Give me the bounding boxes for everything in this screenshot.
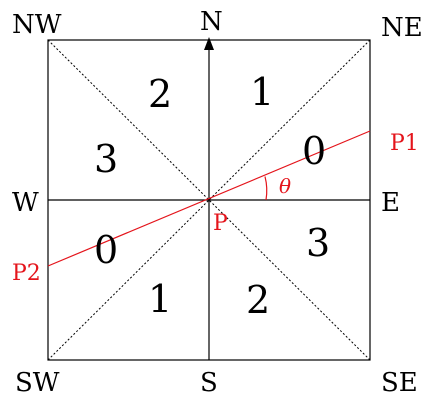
label-p: P xyxy=(213,211,228,236)
line-p2-p1 xyxy=(47,130,371,267)
sector-sw-lower: 1 xyxy=(148,277,172,321)
label-sw: SW xyxy=(15,368,60,398)
label-p2: P2 xyxy=(12,261,41,286)
sector-nw-upper: 2 xyxy=(148,72,172,116)
label-e: E xyxy=(381,188,400,218)
theta-arc xyxy=(264,176,268,201)
sector-ne-lower: 0 xyxy=(302,129,326,173)
label-ne: NE xyxy=(381,13,423,43)
label-n: N xyxy=(200,7,223,37)
sector-sw-upper: 0 xyxy=(94,228,118,272)
sector-se-lower: 2 xyxy=(246,278,270,322)
label-p1: P1 xyxy=(390,131,419,156)
sector-se-upper: 3 xyxy=(306,221,330,265)
label-s: S xyxy=(200,368,218,398)
sector-ne-upper: 1 xyxy=(250,70,274,114)
north-arrow-icon xyxy=(204,37,214,50)
label-theta: θ xyxy=(279,174,291,198)
sector-nw-lower: 3 xyxy=(94,137,118,181)
label-se: SE xyxy=(381,368,418,398)
label-nw: NW xyxy=(12,10,62,40)
label-w: W xyxy=(12,188,39,218)
